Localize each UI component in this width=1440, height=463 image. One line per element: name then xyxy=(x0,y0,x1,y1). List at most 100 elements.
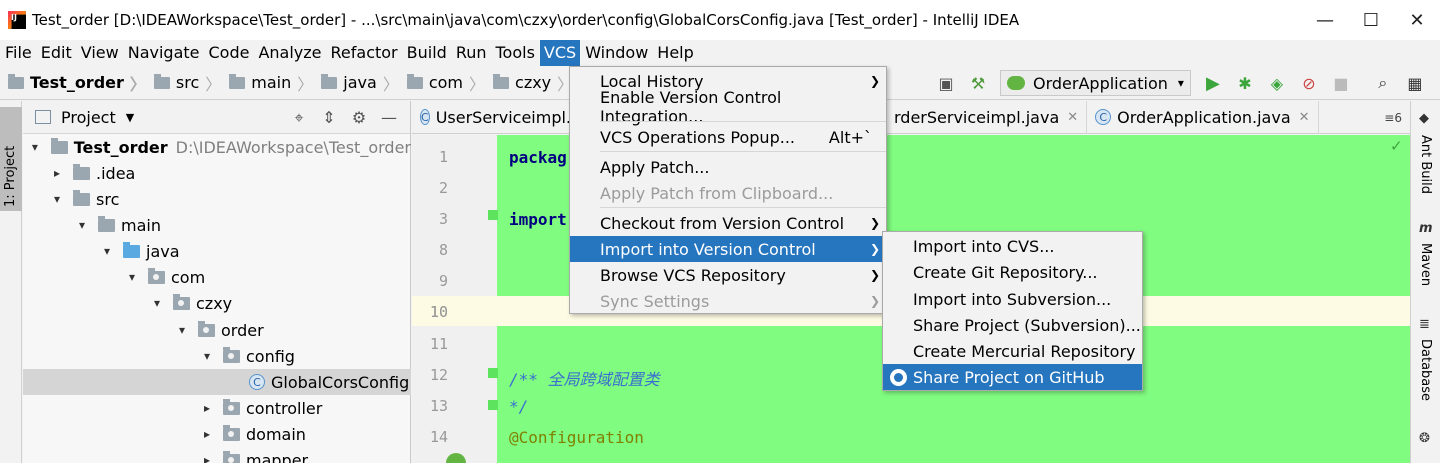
tool-tab-database[interactable]: Database xyxy=(1418,339,1433,402)
menu-item-browse-vcs-repository[interactable]: Browse VCS Repository❯ xyxy=(600,265,880,285)
menu-vcs[interactable]: VCS xyxy=(539,40,581,66)
breadcrumb-czxy[interactable]: czxy〉 xyxy=(493,71,573,95)
tool-tab-maven[interactable]: Maven xyxy=(1418,243,1433,287)
fold-marker-icon[interactable] xyxy=(488,368,498,378)
package-icon xyxy=(173,293,190,310)
run-icon[interactable]: ▶ xyxy=(1205,72,1220,94)
editor-tab-orderapplication[interactable]: C OrderApplication.java ✕ xyxy=(1087,100,1319,134)
menu-navigate[interactable]: Navigate xyxy=(127,43,200,62)
search-icon[interactable]: ⌕ xyxy=(1378,73,1388,92)
tree-item-domain[interactable]: ▸ domain xyxy=(23,421,411,447)
collapse-icon[interactable]: ⇕ xyxy=(322,108,336,127)
menu-item-import-into-vcs[interactable]: Import into Version Control❯ xyxy=(570,236,886,262)
tab-overflow-button[interactable]: ≡6 xyxy=(1384,110,1402,125)
tree-item-main[interactable]: ▾ main xyxy=(23,212,411,238)
menu-item-local-history[interactable]: Local History❯ xyxy=(600,71,880,91)
menu-item-import-into-cvs[interactable]: Import into CVS... xyxy=(913,236,1055,256)
menu-item-enable-vcs-integration[interactable]: Enable Version Control Integration... xyxy=(600,88,782,126)
menu-item-share-project-github[interactable]: Share Project on GitHub xyxy=(883,364,1142,390)
tree-item-config[interactable]: ▾ config xyxy=(23,343,411,369)
breadcrumb-java[interactable]: java〉 xyxy=(321,71,399,95)
project-view-icon xyxy=(35,110,51,124)
chevron-down-icon[interactable]: ▼ xyxy=(125,110,135,124)
chevron-right-icon[interactable]: ▸ xyxy=(203,427,211,441)
more-icon[interactable]: ▦ xyxy=(1407,73,1423,93)
tree-item-java[interactable]: ▾ java xyxy=(23,238,411,264)
submenu-arrow-icon: ❯ xyxy=(869,216,880,230)
spring-boot-icon xyxy=(1007,76,1025,90)
bean-validation-icon[interactable]: ❂ xyxy=(1419,431,1430,446)
menu-run[interactable]: Run xyxy=(455,43,487,62)
editor-tab-orderserviceimpl[interactable]: rderServiceimpl.java ✕ xyxy=(886,100,1088,134)
breadcrumb-test-order[interactable]: Test_order〉 xyxy=(8,71,146,95)
tree-item-label: czxy xyxy=(196,293,233,313)
tree-item-controller[interactable]: ▸ controller xyxy=(23,395,411,421)
menu-window[interactable]: Window xyxy=(585,43,649,62)
run-configuration-select[interactable]: OrderApplication ▾ xyxy=(1000,70,1191,96)
profile-icon[interactable]: ⊘ xyxy=(1302,73,1316,93)
tool-tab-project[interactable]: 1: Project xyxy=(0,107,22,211)
tree-item-src[interactable]: ▾ src xyxy=(23,186,411,212)
tree-item-test-order[interactable]: ▾ Test_order D:\IDEAWorkspace\Test_order xyxy=(23,134,411,160)
tree-item-com[interactable]: ▾ com xyxy=(23,264,411,290)
tree-item-globalcorsconfig[interactable]: C GlobalCorsConfig xyxy=(23,369,411,395)
menu-analyze[interactable]: Analyze xyxy=(258,43,322,62)
breadcrumb-com[interactable]: com〉 xyxy=(406,71,485,95)
minimize-button[interactable]: — xyxy=(1316,9,1334,31)
chevron-down-icon[interactable]: ▾ xyxy=(178,323,186,337)
fold-marker-icon[interactable] xyxy=(488,400,498,410)
tool-tab-ant-build[interactable]: Ant Build xyxy=(1418,135,1433,194)
hammer-icon[interactable]: ⚒ xyxy=(970,73,986,93)
close-tab-icon[interactable]: ✕ xyxy=(1298,109,1310,125)
window-icon[interactable]: ▣ xyxy=(938,73,954,93)
menu-item-share-project-subversion[interactable]: Share Project (Subversion)... xyxy=(913,315,1141,335)
hide-icon[interactable]: — xyxy=(381,108,397,127)
tree-item-czxy[interactable]: ▾ czxy xyxy=(23,290,411,316)
menu-refactor[interactable]: Refactor xyxy=(330,43,398,62)
menu-item-create-git-repository[interactable]: Create Git Repository... xyxy=(913,262,1098,282)
tree-item-order[interactable]: ▾ order xyxy=(23,317,411,343)
coverage-icon[interactable]: ◈ xyxy=(1270,73,1284,93)
menu-item-import-into-subversion[interactable]: Import into Subversion... xyxy=(913,289,1112,309)
chevron-right-icon[interactable]: ▸ xyxy=(203,401,211,415)
fold-marker-icon[interactable] xyxy=(488,210,498,220)
chevron-down-icon[interactable]: ▾ xyxy=(153,296,161,310)
breadcrumb-main[interactable]: main〉 xyxy=(229,71,313,95)
menu-item-checkout[interactable]: Checkout from Version Control❯ xyxy=(600,213,880,233)
menu-code[interactable]: Code xyxy=(208,43,250,62)
close-button[interactable]: ✕ xyxy=(1409,9,1425,31)
menu-item-create-mercurial-repository[interactable]: Create Mercurial Repository xyxy=(913,341,1136,361)
spring-bean-gutter-icon[interactable] xyxy=(446,453,466,463)
chevron-down-icon[interactable]: ▾ xyxy=(31,140,38,154)
project-panel-title[interactable]: Project xyxy=(61,107,116,127)
chevron-down-icon[interactable]: ▾ xyxy=(203,349,211,363)
breadcrumb-src[interactable]: src〉 xyxy=(153,71,221,95)
maximize-button[interactable]: ☐ xyxy=(1362,9,1380,31)
menu-item-apply-patch-clipboard: Apply Patch from Clipboard... xyxy=(600,183,834,203)
menu-file[interactable]: File xyxy=(5,43,32,62)
tree-item-label: config xyxy=(246,346,295,366)
editor-tab-userserviceimpl[interactable]: C UserServiceimpl.j xyxy=(412,100,575,134)
stop-icon[interactable]: ■ xyxy=(1333,73,1349,93)
locate-icon[interactable]: ⌖ xyxy=(294,107,304,127)
menu-tools[interactable]: Tools xyxy=(495,43,535,62)
chevron-right-icon[interactable]: ▸ xyxy=(203,453,211,463)
tree-item-idea[interactable]: ▸ .idea xyxy=(23,160,411,186)
menu-item-apply-patch[interactable]: Apply Patch... xyxy=(600,157,710,177)
chevron-down-icon[interactable]: ▾ xyxy=(53,192,61,206)
debug-icon[interactable]: ✱ xyxy=(1238,73,1252,93)
chevron-down-icon[interactable]: ▾ xyxy=(78,218,86,232)
menu-view[interactable]: View xyxy=(80,43,119,62)
tree-item-mapper[interactable]: ▸ mapper xyxy=(23,447,411,463)
menu-item-vcs-operations-popup[interactable]: VCS Operations Popup...Alt+` xyxy=(600,127,872,147)
menu-edit[interactable]: Edit xyxy=(40,43,72,62)
database-icon: ≣ xyxy=(1419,317,1430,332)
inspection-ok-icon[interactable]: ✓ xyxy=(1390,137,1403,155)
close-tab-icon[interactable]: ✕ xyxy=(1067,109,1079,125)
chevron-right-icon[interactable]: ▸ xyxy=(53,166,61,180)
chevron-down-icon[interactable]: ▾ xyxy=(128,270,136,284)
menu-build[interactable]: Build xyxy=(406,43,447,62)
chevron-down-icon[interactable]: ▾ xyxy=(103,244,111,258)
menu-help[interactable]: Help xyxy=(657,43,694,62)
gear-icon[interactable]: ⚙ xyxy=(351,108,367,127)
